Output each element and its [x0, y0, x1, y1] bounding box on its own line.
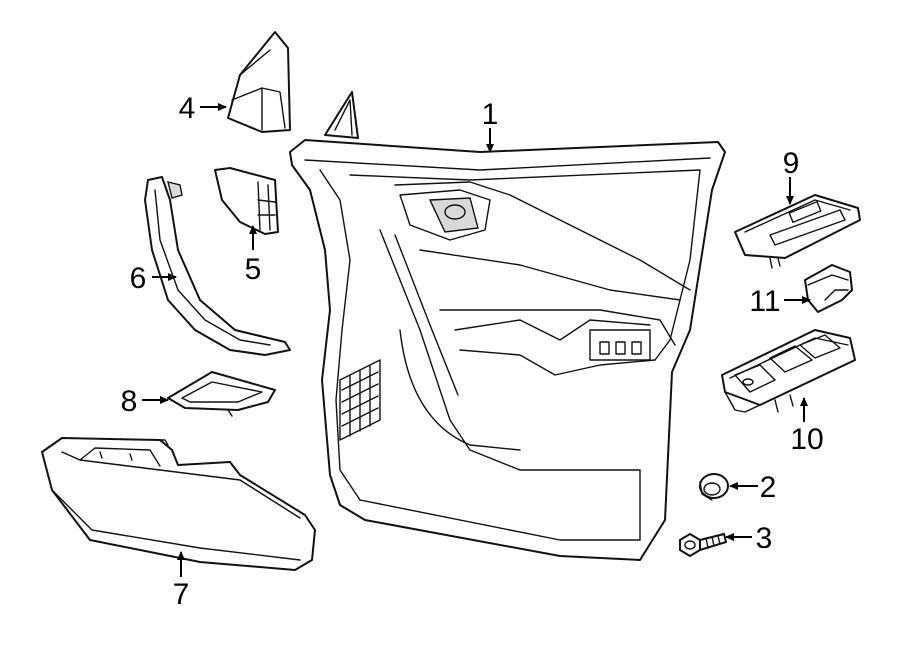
nut	[699, 473, 729, 501]
pull-handle	[144, 176, 291, 356]
callout-11: 11	[749, 285, 780, 318]
callout-4: 4	[179, 92, 196, 125]
callout-2: 2	[760, 471, 777, 504]
callout-8: 8	[121, 385, 138, 418]
leader-lines	[142, 103, 811, 577]
callout-labels: 1 2 3 4 5 6 7 8 9 10 11	[121, 92, 824, 611]
switch-bezel	[734, 194, 861, 269]
callout-1: 1	[482, 98, 499, 131]
bezel	[167, 371, 276, 417]
callout-3: 3	[756, 522, 773, 555]
door-trim-panel	[289, 91, 726, 561]
callout-6: 6	[130, 262, 147, 295]
window-switch	[721, 329, 856, 413]
callout-9: 9	[783, 147, 800, 180]
callout-7: 7	[173, 578, 190, 611]
switch	[804, 264, 853, 313]
mirror-cover	[227, 31, 291, 133]
sail-trim	[214, 167, 279, 235]
callout-10: 10	[790, 423, 823, 456]
armrest	[41, 437, 316, 571]
callout-5: 5	[245, 253, 262, 286]
screw	[679, 533, 727, 557]
